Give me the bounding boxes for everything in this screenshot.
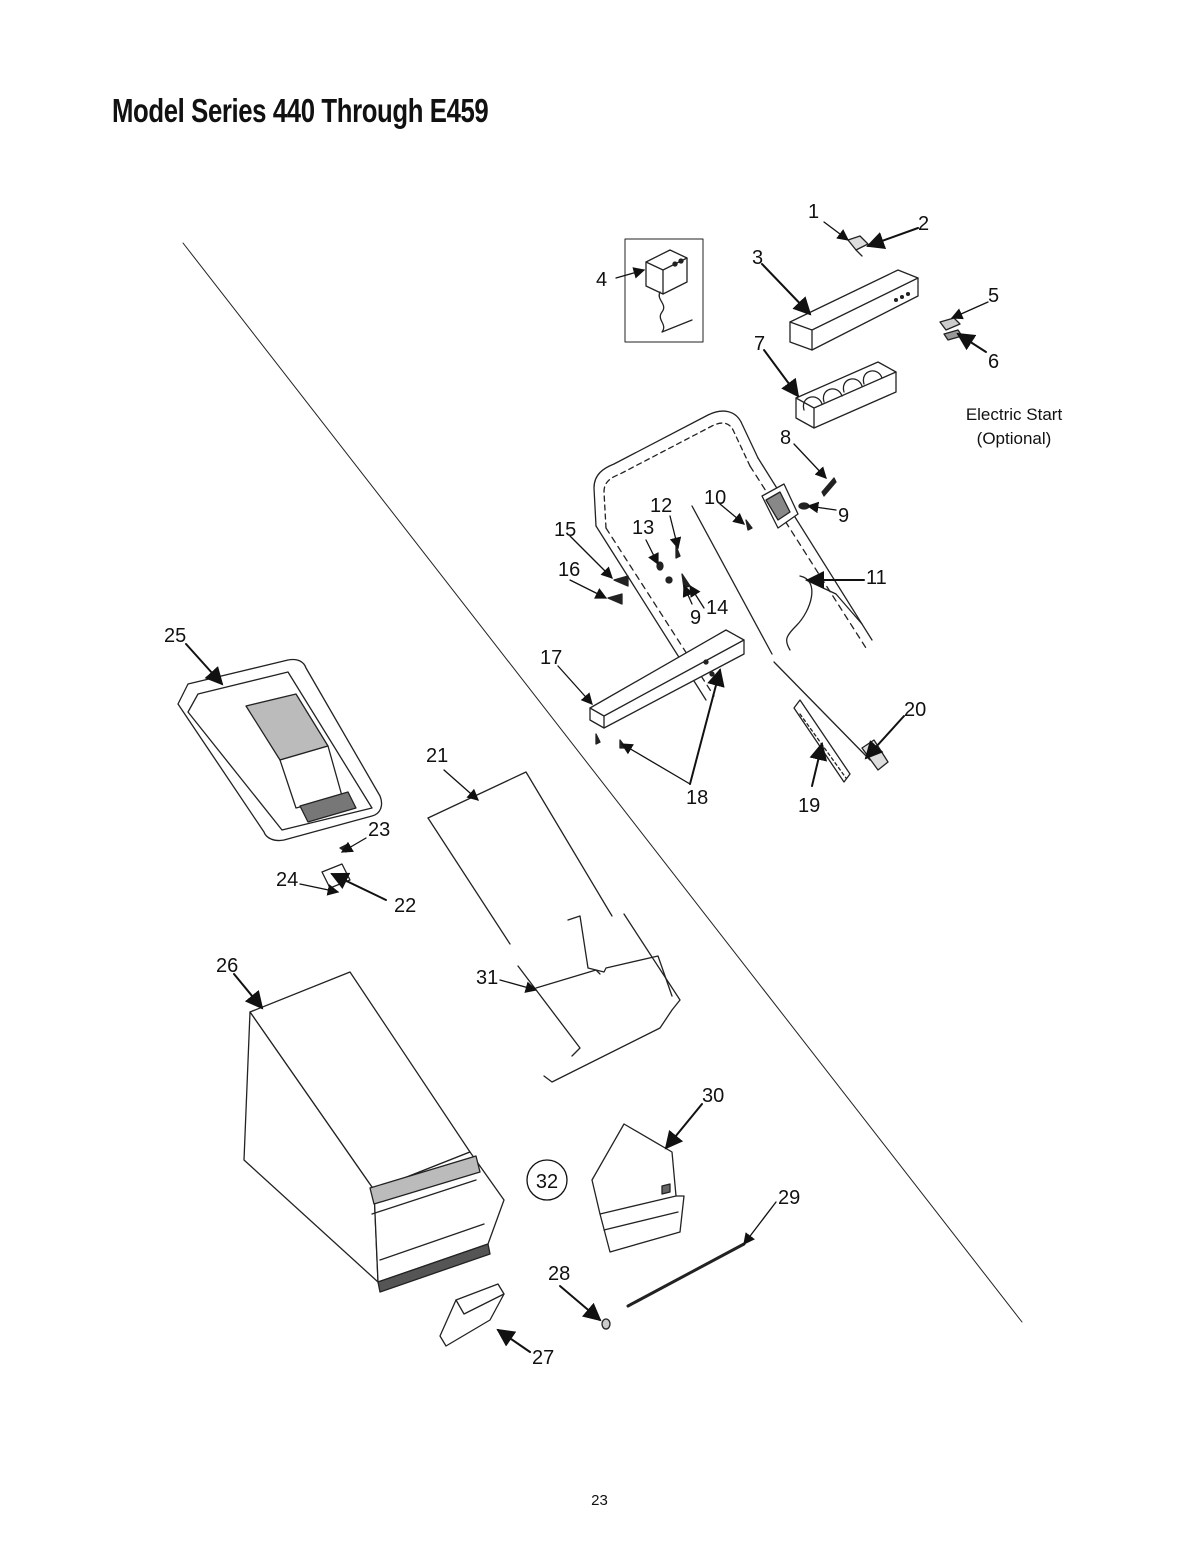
callout-17: 17 — [540, 647, 562, 669]
page-number: 23 — [0, 1492, 1199, 1509]
screw-pair-part — [940, 318, 962, 340]
grass-bag-part — [244, 972, 504, 1292]
battery-cover-part — [790, 270, 918, 350]
callout-14: 14 — [706, 597, 728, 619]
callout-30: 30 — [702, 1085, 724, 1107]
callout-27: 27 — [532, 1347, 554, 1369]
callout-28: 28 — [548, 1263, 570, 1285]
electric-start-note: Electric Start — [966, 405, 1063, 424]
callout-1: 1 — [808, 201, 819, 223]
charger-part — [625, 239, 703, 342]
callout-23: 23 — [368, 819, 390, 841]
callout-15: 15 — [554, 519, 576, 541]
callout-22: 22 — [394, 895, 416, 917]
battery-pack-part — [796, 362, 896, 428]
callout-11: 11 — [866, 567, 887, 589]
callout-29: 29 — [778, 1187, 800, 1209]
callout-18: 18 — [686, 787, 708, 809]
callout-9b: 9 — [690, 607, 701, 629]
callout-31: 31 — [476, 967, 498, 989]
callout-21: 21 — [426, 745, 448, 767]
callout-2: 2 — [918, 213, 929, 235]
bag-frame-part — [428, 772, 680, 1082]
callout-25: 25 — [164, 625, 186, 647]
callout-9a: 9 — [838, 505, 849, 527]
lower-handle-bracket-part — [590, 630, 744, 748]
callout-13: 13 — [632, 517, 654, 539]
callout-3: 3 — [752, 247, 763, 269]
optional-note: (Optional) — [977, 429, 1052, 448]
bag-top-part — [178, 659, 382, 840]
callout-19: 19 — [798, 795, 820, 817]
callout-32: 32 — [536, 1171, 558, 1193]
callout-24: 24 — [276, 869, 298, 891]
callout-26: 26 — [216, 955, 238, 977]
callout-7: 7 — [754, 333, 765, 355]
bag-clip-part — [440, 1284, 504, 1346]
callout-5: 5 — [988, 285, 999, 307]
callout-4: 4 — [596, 269, 607, 291]
handle-bolt-part — [794, 700, 850, 782]
callout-8: 8 — [780, 427, 791, 449]
callout-16: 16 — [558, 559, 580, 581]
callout-12: 12 — [650, 495, 672, 517]
callout-6: 6 — [988, 351, 999, 373]
callout-20: 20 — [904, 699, 926, 721]
plug-part — [848, 236, 868, 256]
rod-part — [602, 1244, 744, 1329]
callout-10: 10 — [704, 487, 726, 509]
